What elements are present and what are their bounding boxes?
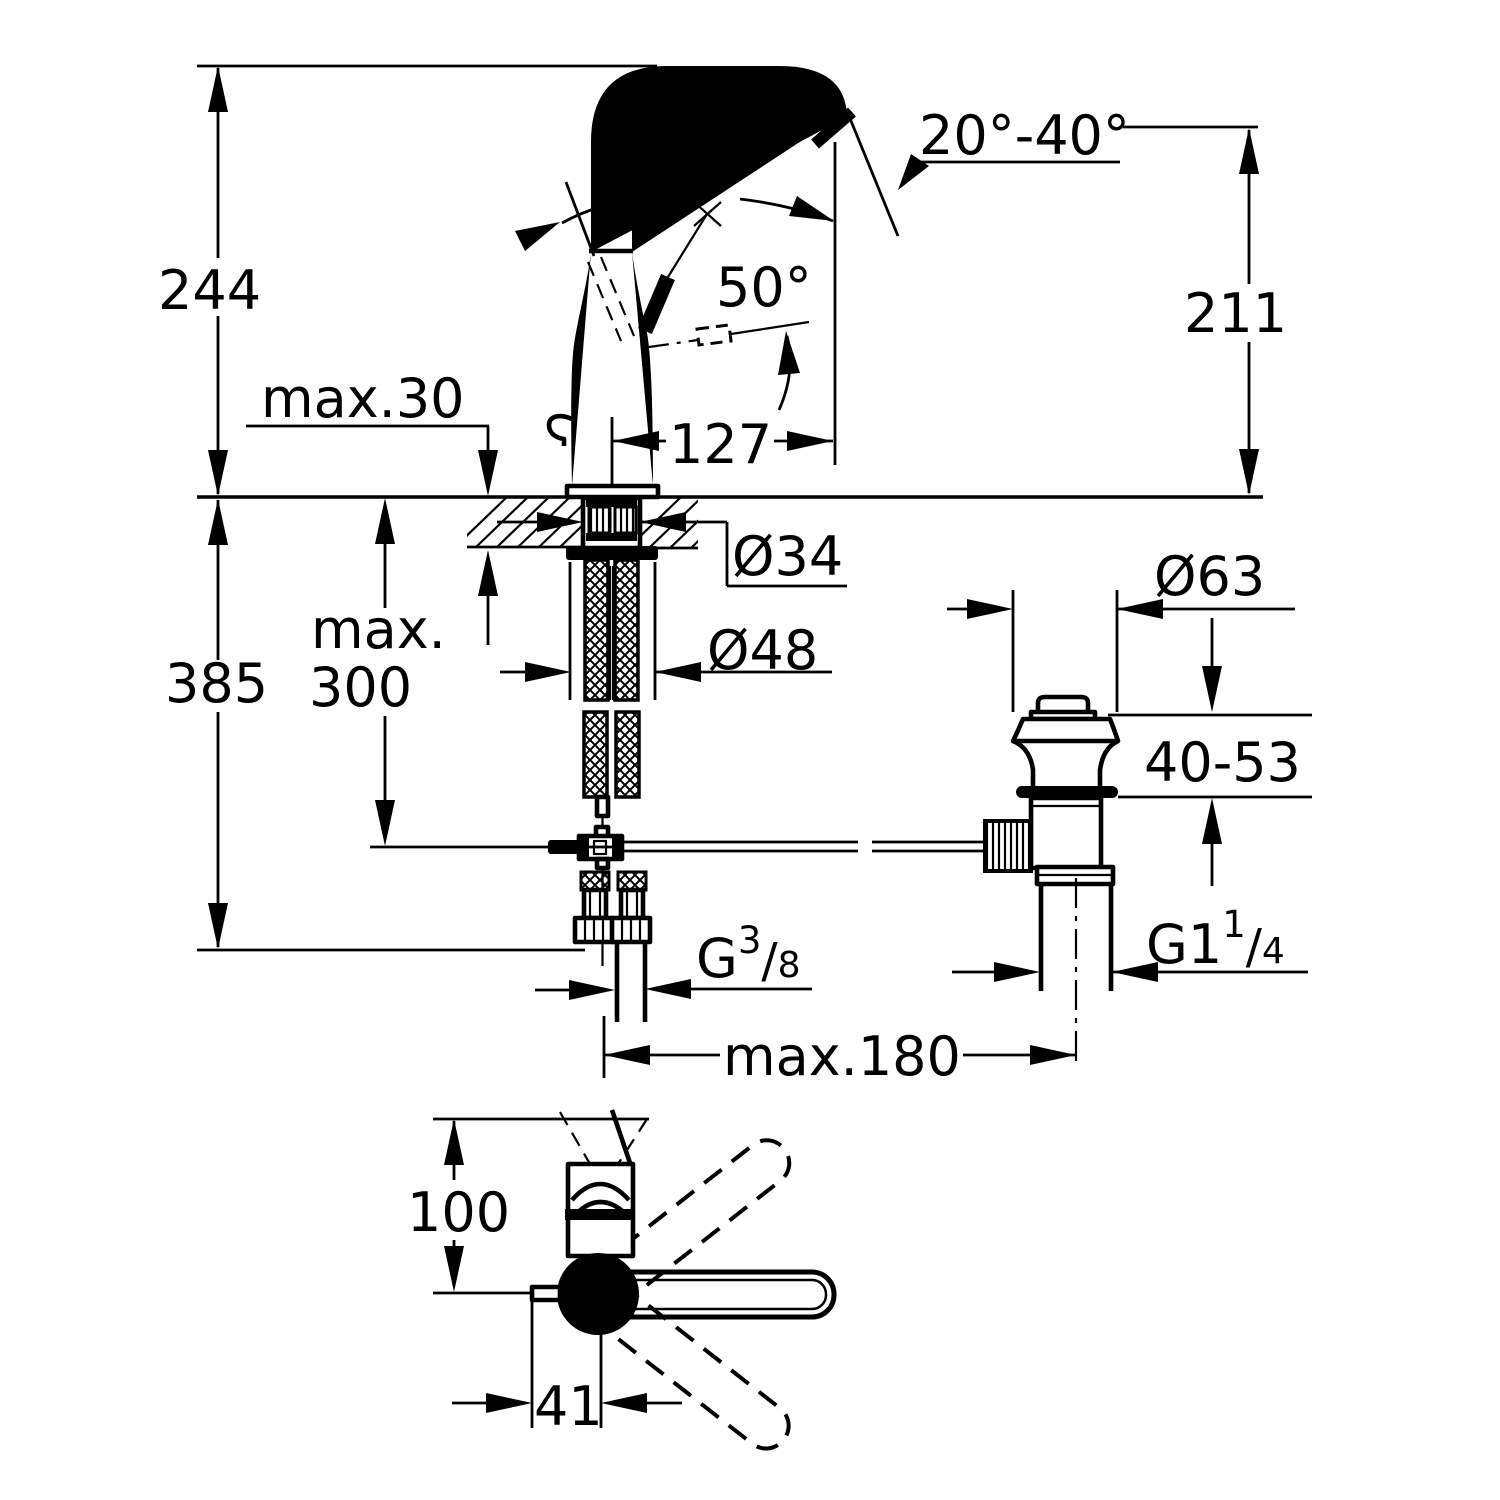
lever-handle-open-position <box>648 320 810 349</box>
spout-inner-profile <box>632 106 812 252</box>
label-handle-offset: 41 <box>534 1375 603 1438</box>
waste-neck <box>1012 738 1120 786</box>
label-hole-diameter: Ø48 <box>707 619 818 682</box>
swivel-arrow-left <box>515 222 560 251</box>
mounting-stud-left <box>587 505 612 535</box>
dimension-labels: 244 max.30 50° 50° 20°-40° 211 127 Ø34 Ø… <box>158 104 1301 1438</box>
popup-linkage-tee <box>548 833 625 871</box>
label-spout-reach: 127 <box>669 413 772 476</box>
supply-hose-left-upper <box>583 558 610 702</box>
dimension-arrowheads <box>208 66 1259 1413</box>
top-view-body-band <box>565 1209 635 1220</box>
base-plate <box>564 483 661 500</box>
label-waste-clamp-range: 40-53 <box>1144 731 1301 794</box>
spout-tilt-line <box>847 115 900 237</box>
handle-inner-contour <box>596 1278 828 1311</box>
waste-knurled-knob <box>983 819 1033 873</box>
label-supply-thread: G3/8 <box>696 919 800 990</box>
top-view-spout-swivel-dashes <box>559 1111 648 1165</box>
lever-angle-arrow <box>778 331 800 375</box>
mounting-flange <box>566 546 658 560</box>
faucet-side-view <box>515 66 900 500</box>
waste-flange <box>1010 716 1121 744</box>
supply-hose-right-upper <box>613 558 640 702</box>
label-lever-angle: 50° <box>716 256 812 319</box>
label-swivel-angle: 50° <box>589 177 685 240</box>
shank-top-band <box>586 499 637 507</box>
label-max-deck-thickness: max.30 <box>261 367 465 430</box>
lever-axis-line <box>667 213 708 278</box>
faucet-top-view <box>529 1109 837 1451</box>
swivel-arrow-right <box>789 196 834 221</box>
waste-assembly <box>622 694 1121 1068</box>
label-overall-height: 244 <box>158 259 261 322</box>
shank-bottom-band <box>586 533 637 541</box>
lever-handle-dashed-position <box>586 256 636 342</box>
hose-connector-right <box>609 870 653 945</box>
swivel-arc-left <box>561 205 601 225</box>
waste-tailpipe <box>1038 884 1114 991</box>
waste-push-button <box>1035 694 1091 712</box>
label-spout-tilt-range: 20°-40° <box>919 104 1130 167</box>
worktop-section <box>197 495 1263 550</box>
mounting-stud-right <box>613 505 638 535</box>
label-hose-length-2: 300 <box>309 656 412 719</box>
popup-horizontal-rod <box>622 840 985 853</box>
installation-parts <box>548 495 658 1022</box>
waste-body <box>1028 795 1104 871</box>
spout-tip-face <box>811 107 856 149</box>
label-waste-thread: G11/4 <box>1146 903 1285 976</box>
body-left-profile <box>571 252 591 486</box>
popup-rod-tube <box>594 794 611 819</box>
top-view-spout-arc1 <box>570 1181 631 1202</box>
body-right-profile <box>632 252 653 486</box>
label-overall-depth: 385 <box>165 652 268 715</box>
lever-handle-solid <box>638 274 675 334</box>
label-spout-tip-height: 211 <box>1184 282 1287 345</box>
waste-seal-ring <box>1016 786 1118 798</box>
top-view-side-lever <box>529 1284 563 1303</box>
handle-solid-top-view <box>585 1269 837 1320</box>
popup-rod-side-lever <box>546 413 576 446</box>
top-view-base-circle-inner <box>562 1258 634 1330</box>
label-hose-length-1: max. <box>311 598 446 661</box>
swivel-arc-tick <box>564 181 596 257</box>
label-shank-diameter: Ø34 <box>732 525 843 588</box>
supply-tailpiece <box>614 942 648 1022</box>
hose-connector-left <box>572 870 616 945</box>
lever-axis-cross-marker <box>693 201 722 227</box>
label-waste-flange-diameter: Ø63 <box>1154 545 1265 608</box>
label-max-spread: max.180 <box>723 1025 961 1088</box>
supply-hose-left-lower <box>582 710 609 799</box>
supply-hose-right-lower <box>614 710 641 799</box>
label-top-view-depth: 100 <box>407 1181 510 1244</box>
